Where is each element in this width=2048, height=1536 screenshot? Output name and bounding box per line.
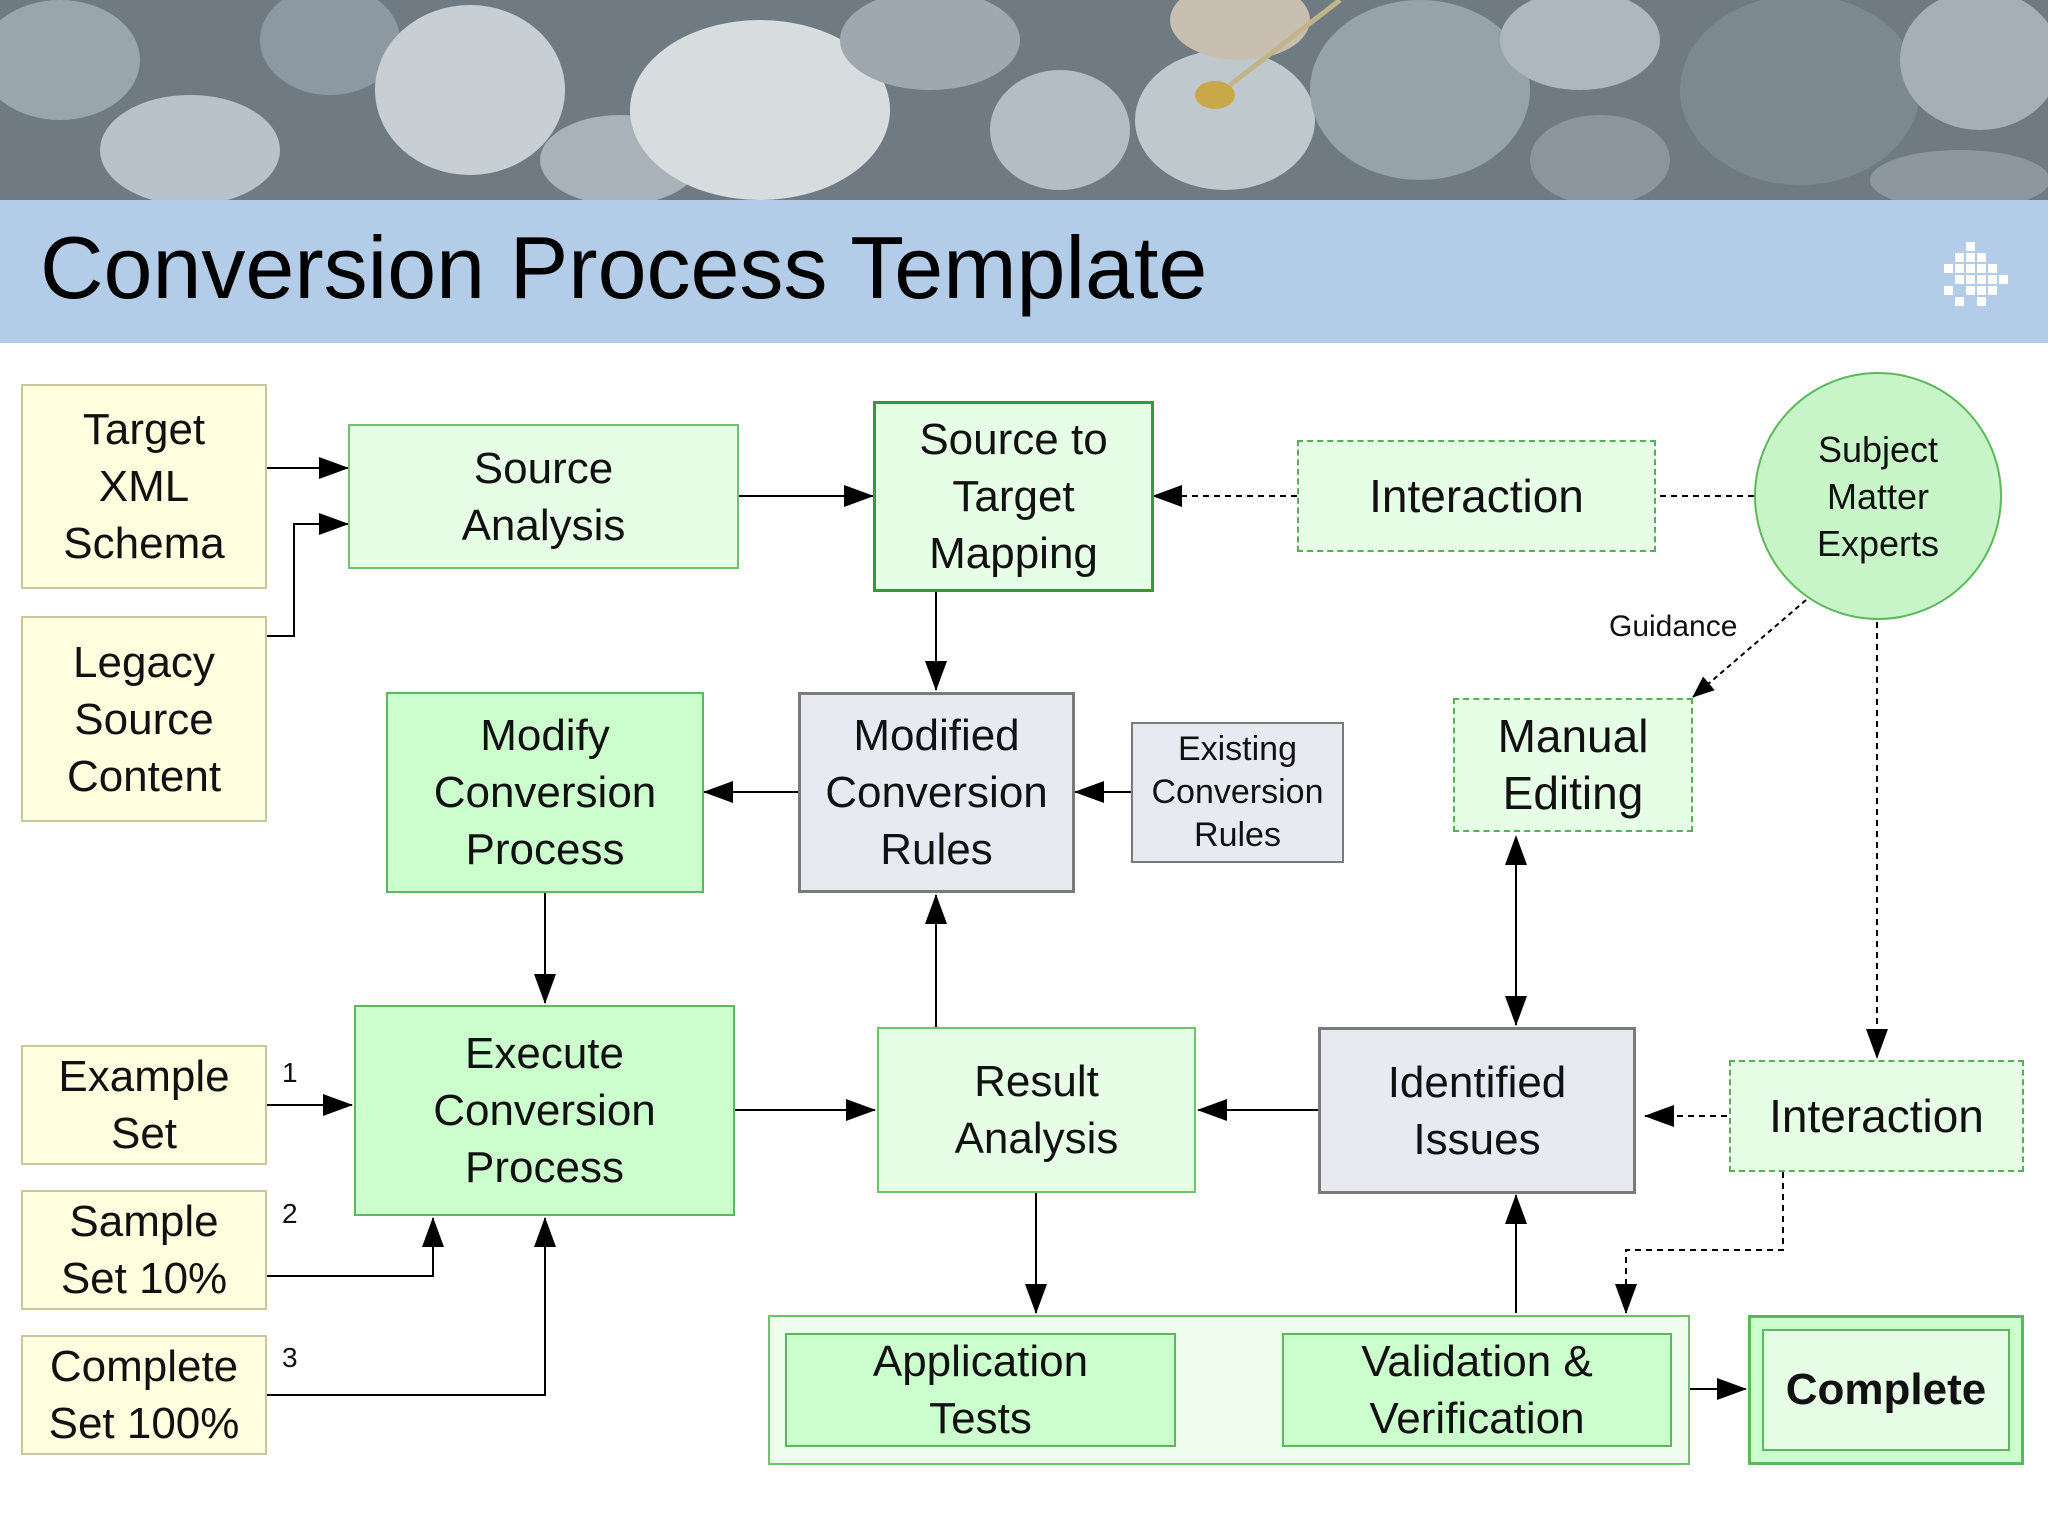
- node-application-tests: Application Tests: [785, 1333, 1176, 1447]
- slide-title: Conversion Process Template: [40, 218, 1208, 317]
- edge-legacy-to-source-analysis: [266, 513, 349, 637]
- node-example-set: Example Set: [21, 1045, 267, 1165]
- header-photo: [0, 0, 2048, 200]
- node-identified-issues: Identified Issues: [1318, 1027, 1636, 1194]
- river-stones-image: [0, 0, 2048, 200]
- node-manual-editing: Manual Editing: [1453, 698, 1693, 832]
- edge-sample-to-execute: [266, 1217, 444, 1277]
- label-step-2: 2: [282, 1198, 298, 1229]
- node-execute-conversion-process: Execute Conversion Process: [354, 1005, 735, 1216]
- node-modify-conversion-process: Modify Conversion Process: [386, 692, 704, 893]
- node-complete: Complete: [1762, 1329, 2010, 1451]
- node-interaction-bottom: Interaction: [1729, 1060, 2024, 1172]
- node-target-xml-schema: Target XML Schema: [21, 384, 267, 589]
- node-subject-matter-experts: Subject Matter Experts: [1754, 372, 2002, 620]
- title-band: [0, 200, 2048, 343]
- node-source-to-target-mapping: Source to Target Mapping: [873, 401, 1154, 592]
- label-step-1: 1: [282, 1057, 298, 1088]
- node-complete-set: Complete Set 100%: [21, 1335, 267, 1455]
- label-guidance: Guidance: [1609, 610, 1738, 643]
- edge-guidance: [1692, 599, 1807, 698]
- node-existing-conversion-rules: Existing Conversion Rules: [1131, 722, 1344, 863]
- label-step-3: 3: [282, 1342, 298, 1373]
- edge-interaction-to-tests: [1615, 1172, 1784, 1314]
- dotted-arrow-logo-icon: [1944, 242, 2008, 306]
- node-sample-set: Sample Set 10%: [21, 1190, 267, 1310]
- node-result-analysis: Result Analysis: [877, 1027, 1196, 1193]
- node-modified-conversion-rules: Modified Conversion Rules: [798, 692, 1075, 893]
- node-source-analysis: Source Analysis: [348, 424, 739, 569]
- edge-complete-to-execute: [266, 1217, 556, 1396]
- node-interaction-top: Interaction: [1297, 440, 1656, 552]
- node-validation-verification: Validation & Verification: [1282, 1333, 1672, 1447]
- node-legacy-source-content: Legacy Source Content: [21, 616, 267, 822]
